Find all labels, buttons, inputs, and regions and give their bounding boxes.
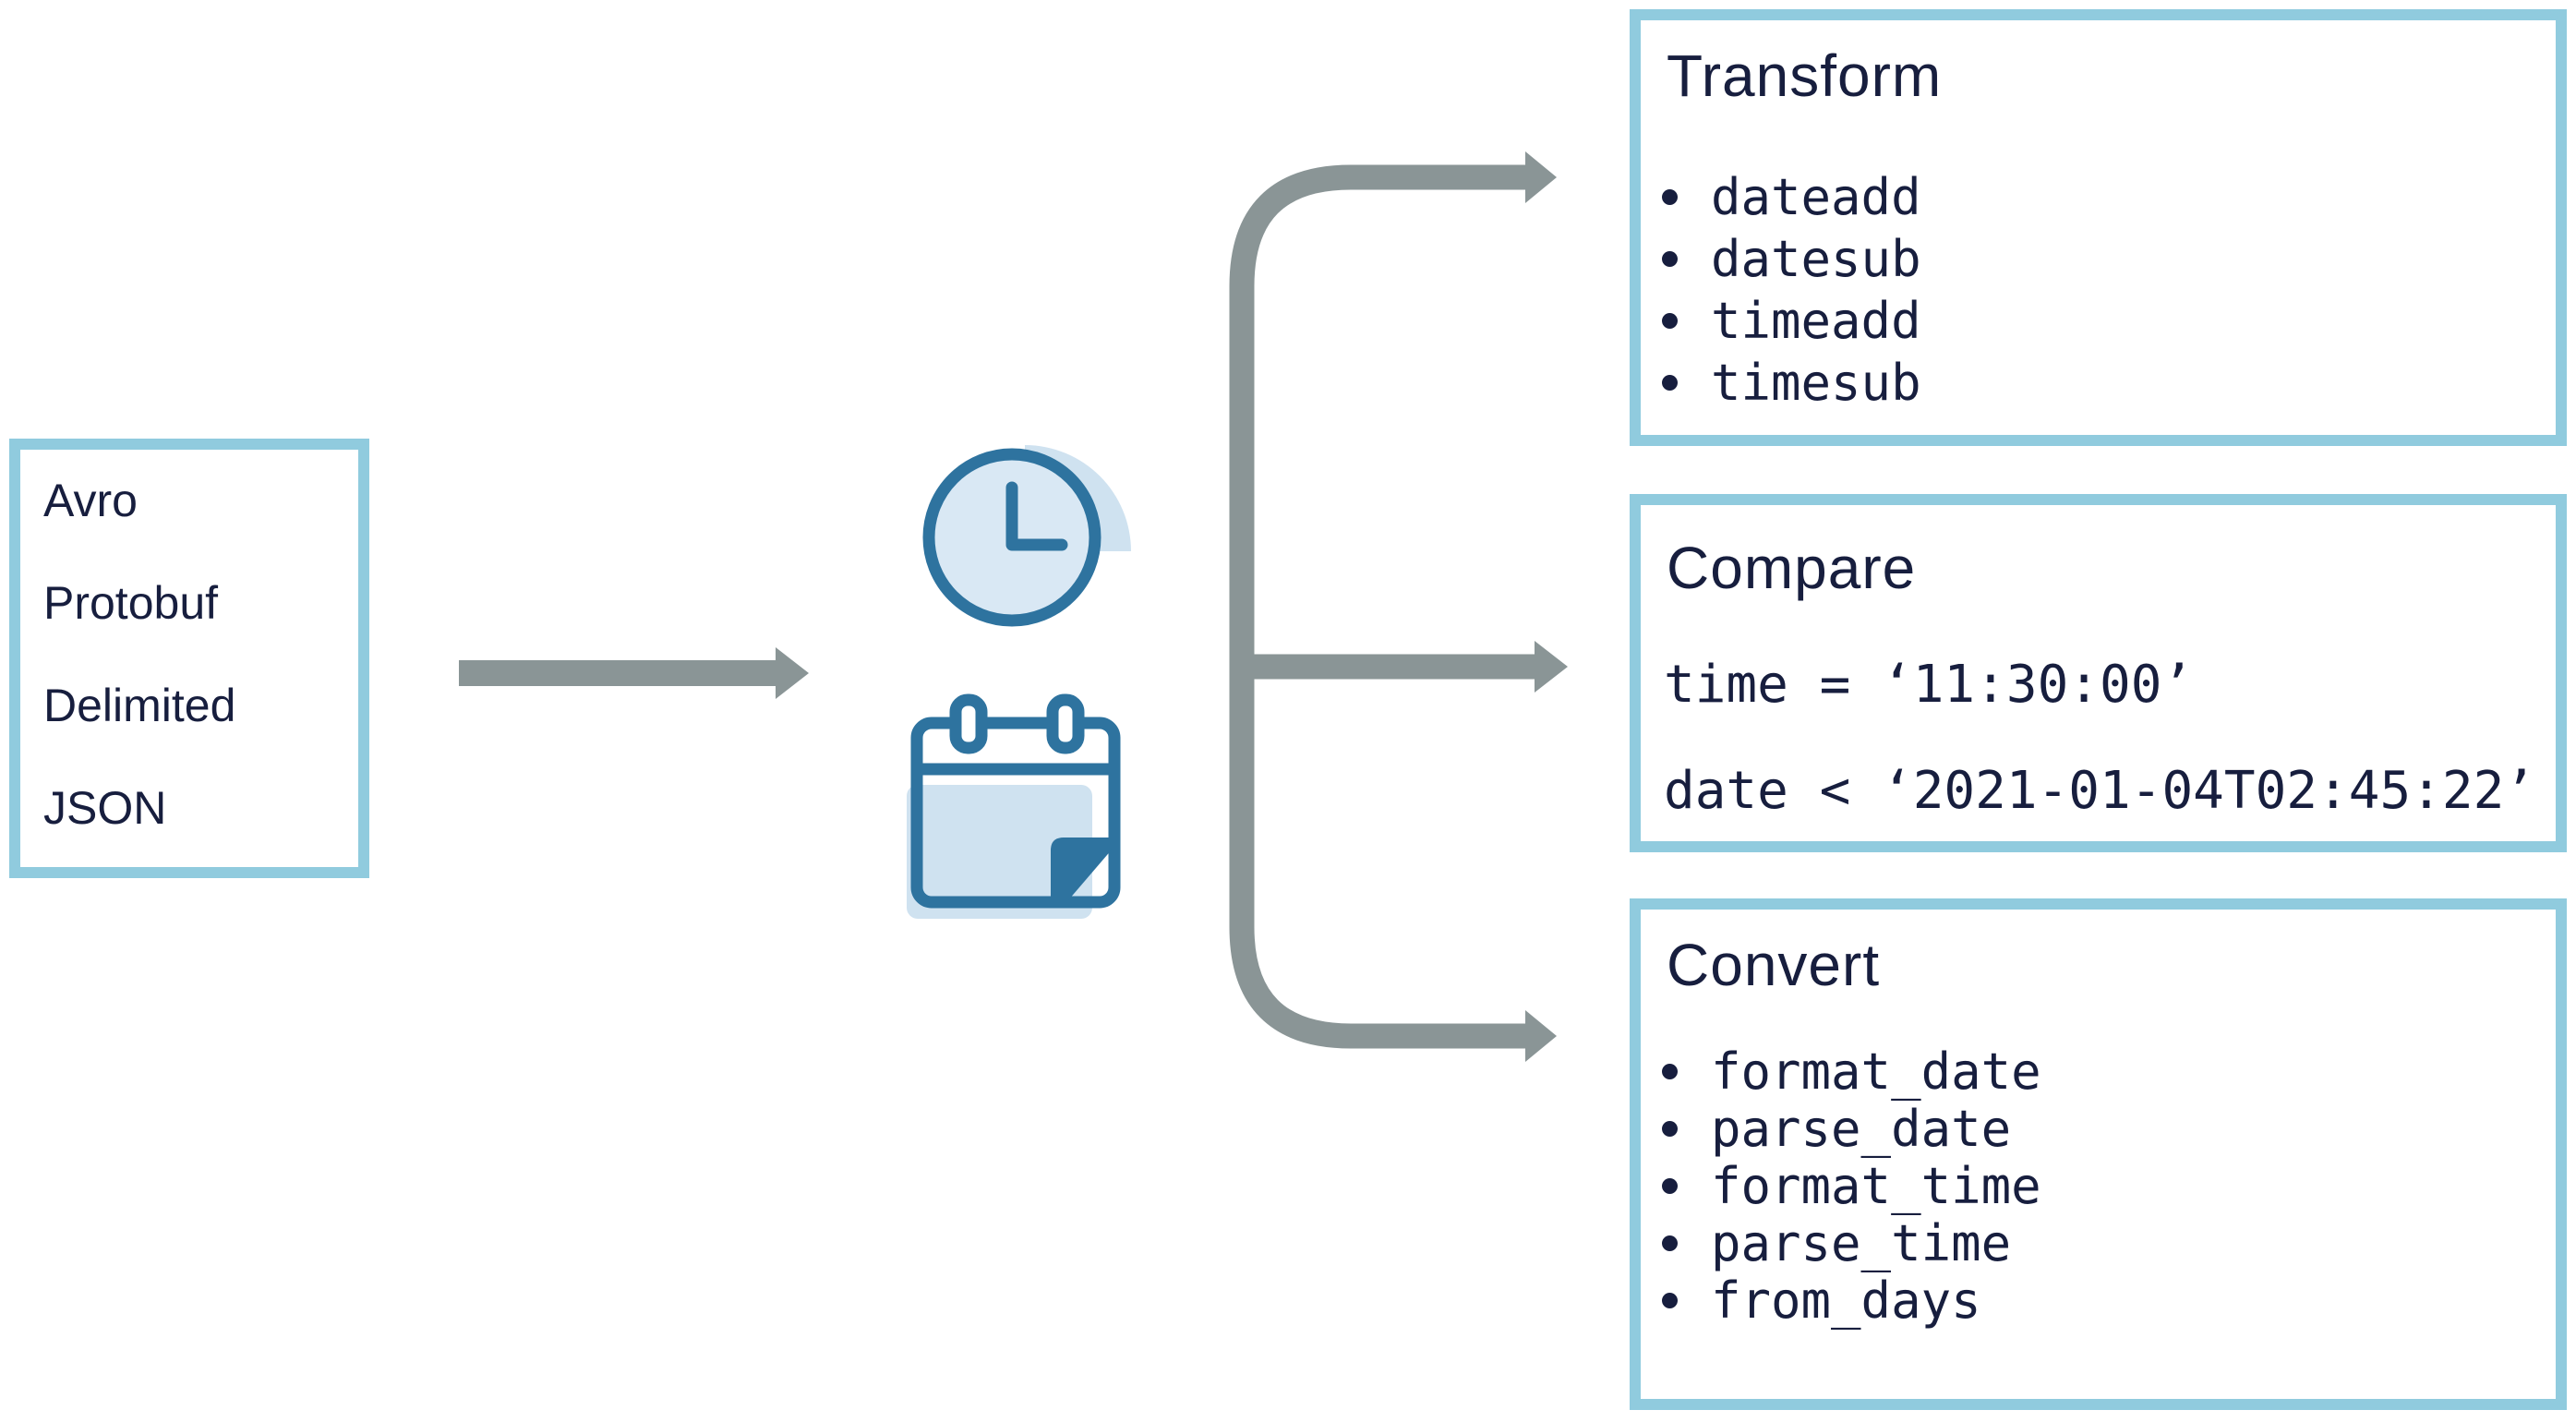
convert-title: Convert bbox=[1667, 932, 1881, 998]
function-name: format_time bbox=[1711, 1156, 2041, 1215]
function-name: parse_time bbox=[1711, 1213, 2012, 1272]
bullet-icon bbox=[1662, 189, 1678, 205]
source-format-label: Avro bbox=[43, 475, 138, 526]
bullet-icon bbox=[1662, 313, 1678, 329]
list-item: format_time bbox=[1662, 1156, 2041, 1215]
source-to-icons-arrow bbox=[459, 647, 809, 699]
bullet-icon bbox=[1662, 375, 1678, 391]
convert-function-list: format_date parse_date format_time parse… bbox=[1662, 1042, 2041, 1330]
list-item: format_date bbox=[1662, 1042, 2041, 1101]
arrowhead-convert bbox=[1525, 1010, 1557, 1062]
list-item: parse_time bbox=[1662, 1213, 2041, 1272]
bullet-icon bbox=[1662, 1063, 1678, 1079]
transform-box: Transform dateadd datesub timeadd timesu… bbox=[1630, 9, 2567, 446]
list-item: from_days bbox=[1662, 1271, 2041, 1330]
list-item: timeadd bbox=[1662, 290, 1921, 352]
list-item: timesub bbox=[1662, 352, 1921, 414]
list-item: parse_date bbox=[1662, 1099, 2041, 1158]
list-item: datesub bbox=[1662, 228, 1921, 290]
function-name: timeadd bbox=[1711, 292, 1921, 350]
source-formats-box: Avro Protobuf Delimited JSON bbox=[9, 439, 369, 878]
arrowhead-compare bbox=[1535, 641, 1568, 693]
calendar-icon bbox=[907, 693, 1121, 919]
function-name: timesub bbox=[1711, 354, 1921, 412]
bullet-icon bbox=[1662, 1177, 1678, 1194]
function-name: format_date bbox=[1711, 1042, 2041, 1101]
list-item: dateadd bbox=[1662, 166, 1921, 228]
function-name: parse_date bbox=[1711, 1099, 2012, 1158]
bullet-icon bbox=[1662, 251, 1678, 267]
bullet-icon bbox=[1662, 1120, 1678, 1137]
compare-title: Compare bbox=[1667, 535, 1917, 601]
transform-function-list: dateadd datesub timeadd timesub bbox=[1662, 166, 1921, 414]
datetime-icons bbox=[907, 445, 1131, 919]
function-name: datesub bbox=[1711, 230, 1921, 288]
bullet-icon bbox=[1662, 1292, 1678, 1308]
function-name: from_days bbox=[1711, 1271, 1981, 1330]
source-format-label: Protobuf bbox=[43, 577, 219, 629]
source-format-list: Avro Protobuf Delimited JSON bbox=[43, 450, 235, 860]
transform-title: Transform bbox=[1667, 42, 1943, 109]
convert-box: Convert format_date parse_date format_ti… bbox=[1630, 898, 2567, 1410]
compare-expression: time = ‘11:30:00’ bbox=[1664, 655, 2194, 715]
branch-connector bbox=[1229, 151, 1568, 1062]
source-format-label: Delimited bbox=[43, 680, 236, 731]
arrowhead-transform bbox=[1525, 151, 1557, 203]
clock-icon bbox=[922, 445, 1131, 627]
function-name: dateadd bbox=[1711, 168, 1921, 226]
source-format-label: JSON bbox=[43, 782, 167, 834]
compare-expression: date < ‘2021-01-04T02:45:22’ bbox=[1664, 761, 2536, 821]
bullet-icon bbox=[1662, 1235, 1678, 1251]
compare-box: Compare time = ‘11:30:00’ date < ‘2021-0… bbox=[1630, 494, 2567, 852]
